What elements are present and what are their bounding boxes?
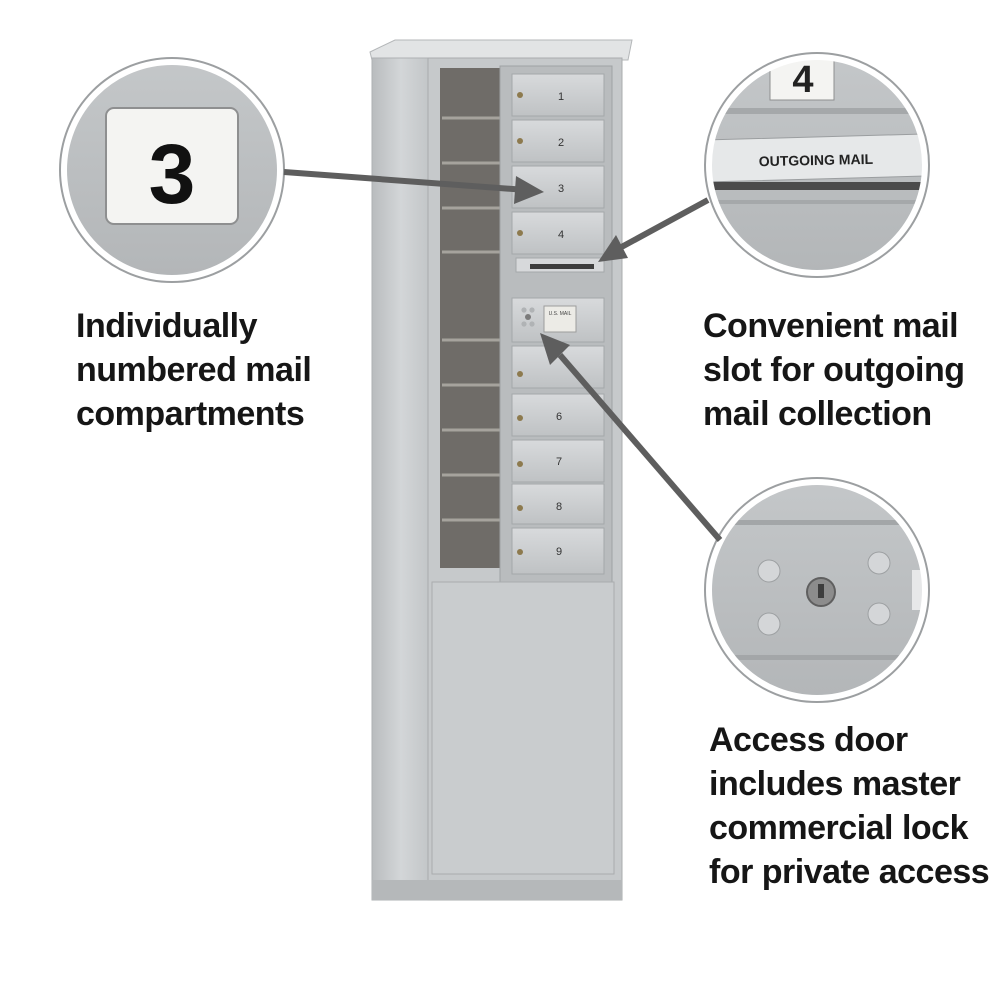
master-lock-icon (525, 314, 531, 320)
door-number: 6 (556, 411, 562, 423)
callout-access-text: Access door includes master commercial l… (709, 718, 990, 894)
zoom-outgoing-mail: 4 OUTGOING MAIL (704, 52, 930, 278)
compartment-door-7[interactable]: 7 (511, 439, 605, 483)
arrow-to-outgoing-slot (598, 197, 710, 262)
compartment-door-6[interactable]: 6 (511, 393, 605, 437)
door-number: 2 (558, 137, 564, 149)
callout-outgoing-text: Convenient mail slot for outgoing mail c… (703, 304, 965, 436)
door-number: 1 (558, 91, 564, 103)
zoom-compartment-number: 3 (59, 57, 285, 283)
door-number: 7 (556, 456, 562, 468)
callout-line: includes master (709, 765, 961, 803)
arrow-to-access-door (540, 333, 723, 542)
lower-cabinet-panel (431, 581, 615, 875)
callout-compartments-text: Individually numbered mail compartments (76, 304, 312, 436)
zoom-number-3: 3 (149, 127, 196, 221)
mailbox-cabinet: 1 2 3 4 U.S. MAIL (369, 39, 633, 901)
arrow-to-compartment-3 (283, 169, 544, 204)
compartment-door-2[interactable]: 2 (511, 119, 605, 163)
callout-line: commercial lock (709, 809, 968, 847)
door-number: 8 (556, 501, 562, 513)
zoom-number-4: 4 (792, 59, 813, 101)
callout-line: numbered mail (76, 351, 312, 389)
compartment-door-1[interactable]: 1 (511, 73, 605, 117)
callout-line: compartments (76, 395, 305, 433)
compartment-door-4[interactable]: 4 (511, 211, 605, 255)
callout-line: mail collection (703, 395, 932, 433)
door-number: 4 (558, 229, 564, 241)
callout-line: for private access (709, 853, 990, 891)
callout-line: Individually (76, 307, 258, 345)
door-number: 3 (558, 183, 564, 195)
zoom-access-door-lock (704, 477, 930, 703)
compartment-door-9[interactable]: 9 (511, 527, 605, 575)
callout-line: slot for outgoing (703, 351, 965, 389)
outgoing-mail-label: OUTGOING MAIL (759, 151, 874, 169)
compartment-door-8[interactable]: 8 (511, 483, 605, 525)
access-door-label: U.S. MAIL (549, 311, 572, 317)
access-door[interactable]: U.S. MAIL (511, 297, 605, 343)
door-number: 9 (556, 546, 562, 558)
callout-line: Convenient mail (703, 307, 959, 345)
outgoing-mail-slot[interactable] (515, 257, 605, 273)
open-compartment-interior (440, 68, 504, 568)
callout-line: Access door (709, 721, 908, 759)
